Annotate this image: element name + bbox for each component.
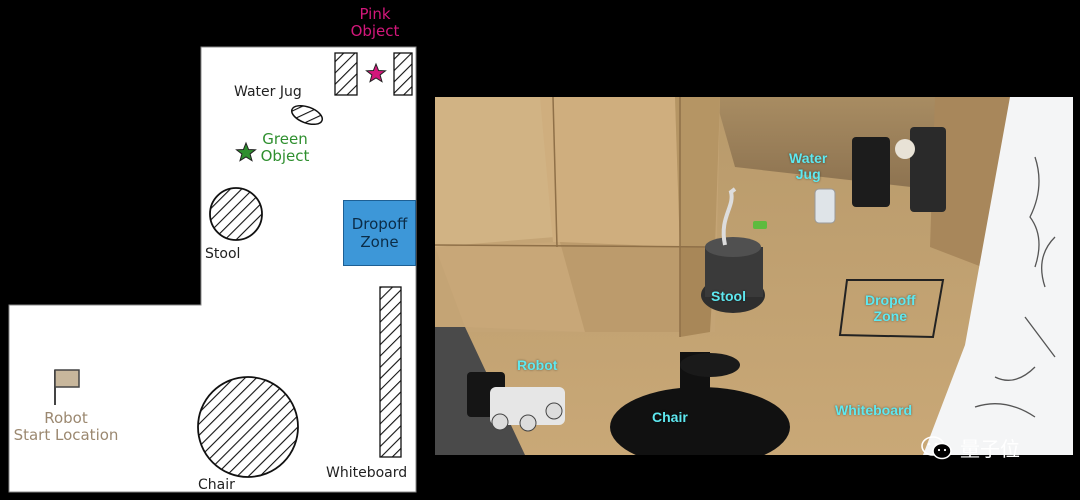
photo-water-jug-label: Water Jug [789, 150, 828, 183]
photo-chair-label: Chair [652, 409, 688, 425]
room-outline [8, 46, 417, 493]
pink-object-star [365, 62, 387, 83]
lab-photo-illustration [435, 97, 1073, 455]
dropoff-zone-label-line1: Dropoff [351, 215, 408, 233]
robot-start-label: Robot Start Location [13, 409, 119, 445]
robot-flag [54, 369, 80, 388]
pink-object-label: Pink Object [350, 5, 400, 41]
stool-shape [209, 187, 263, 241]
photo-dropoff-zone-label: Dropoff Zone [865, 292, 916, 325]
whiteboard-label: Whiteboard [326, 465, 408, 481]
green-object-label: Green Object [260, 130, 310, 166]
dropoff-zone-label-line2: Zone [360, 233, 399, 251]
photo-robot-label: Robot [517, 357, 558, 373]
shelf-right [393, 52, 413, 96]
wechat-icon [921, 435, 952, 459]
green-object-star [235, 141, 257, 162]
photo-whiteboard-label: Whiteboard [835, 402, 912, 418]
floor-plan-drawing [8, 46, 417, 493]
chair-shape [197, 376, 299, 478]
floor-plan: Pink Object Water Jug Green Object Dropo… [0, 0, 430, 500]
whiteboard-shape [379, 286, 402, 458]
watermark-text: 量子位 [960, 437, 1020, 461]
watermark: 量子位 [920, 433, 1020, 462]
photo-stool-label: Stool [711, 288, 746, 304]
water-jug-shape [290, 104, 324, 126]
lab-photo: Water Jug Stool Dropoff Zone Robot Chair… [435, 97, 1073, 455]
chair-label: Chair [198, 477, 235, 493]
water-jug-label: Water Jug [234, 84, 302, 100]
dropoff-zone: Dropoff Zone [343, 200, 416, 266]
shelf-left [334, 52, 358, 96]
stool-label: Stool [205, 246, 241, 262]
